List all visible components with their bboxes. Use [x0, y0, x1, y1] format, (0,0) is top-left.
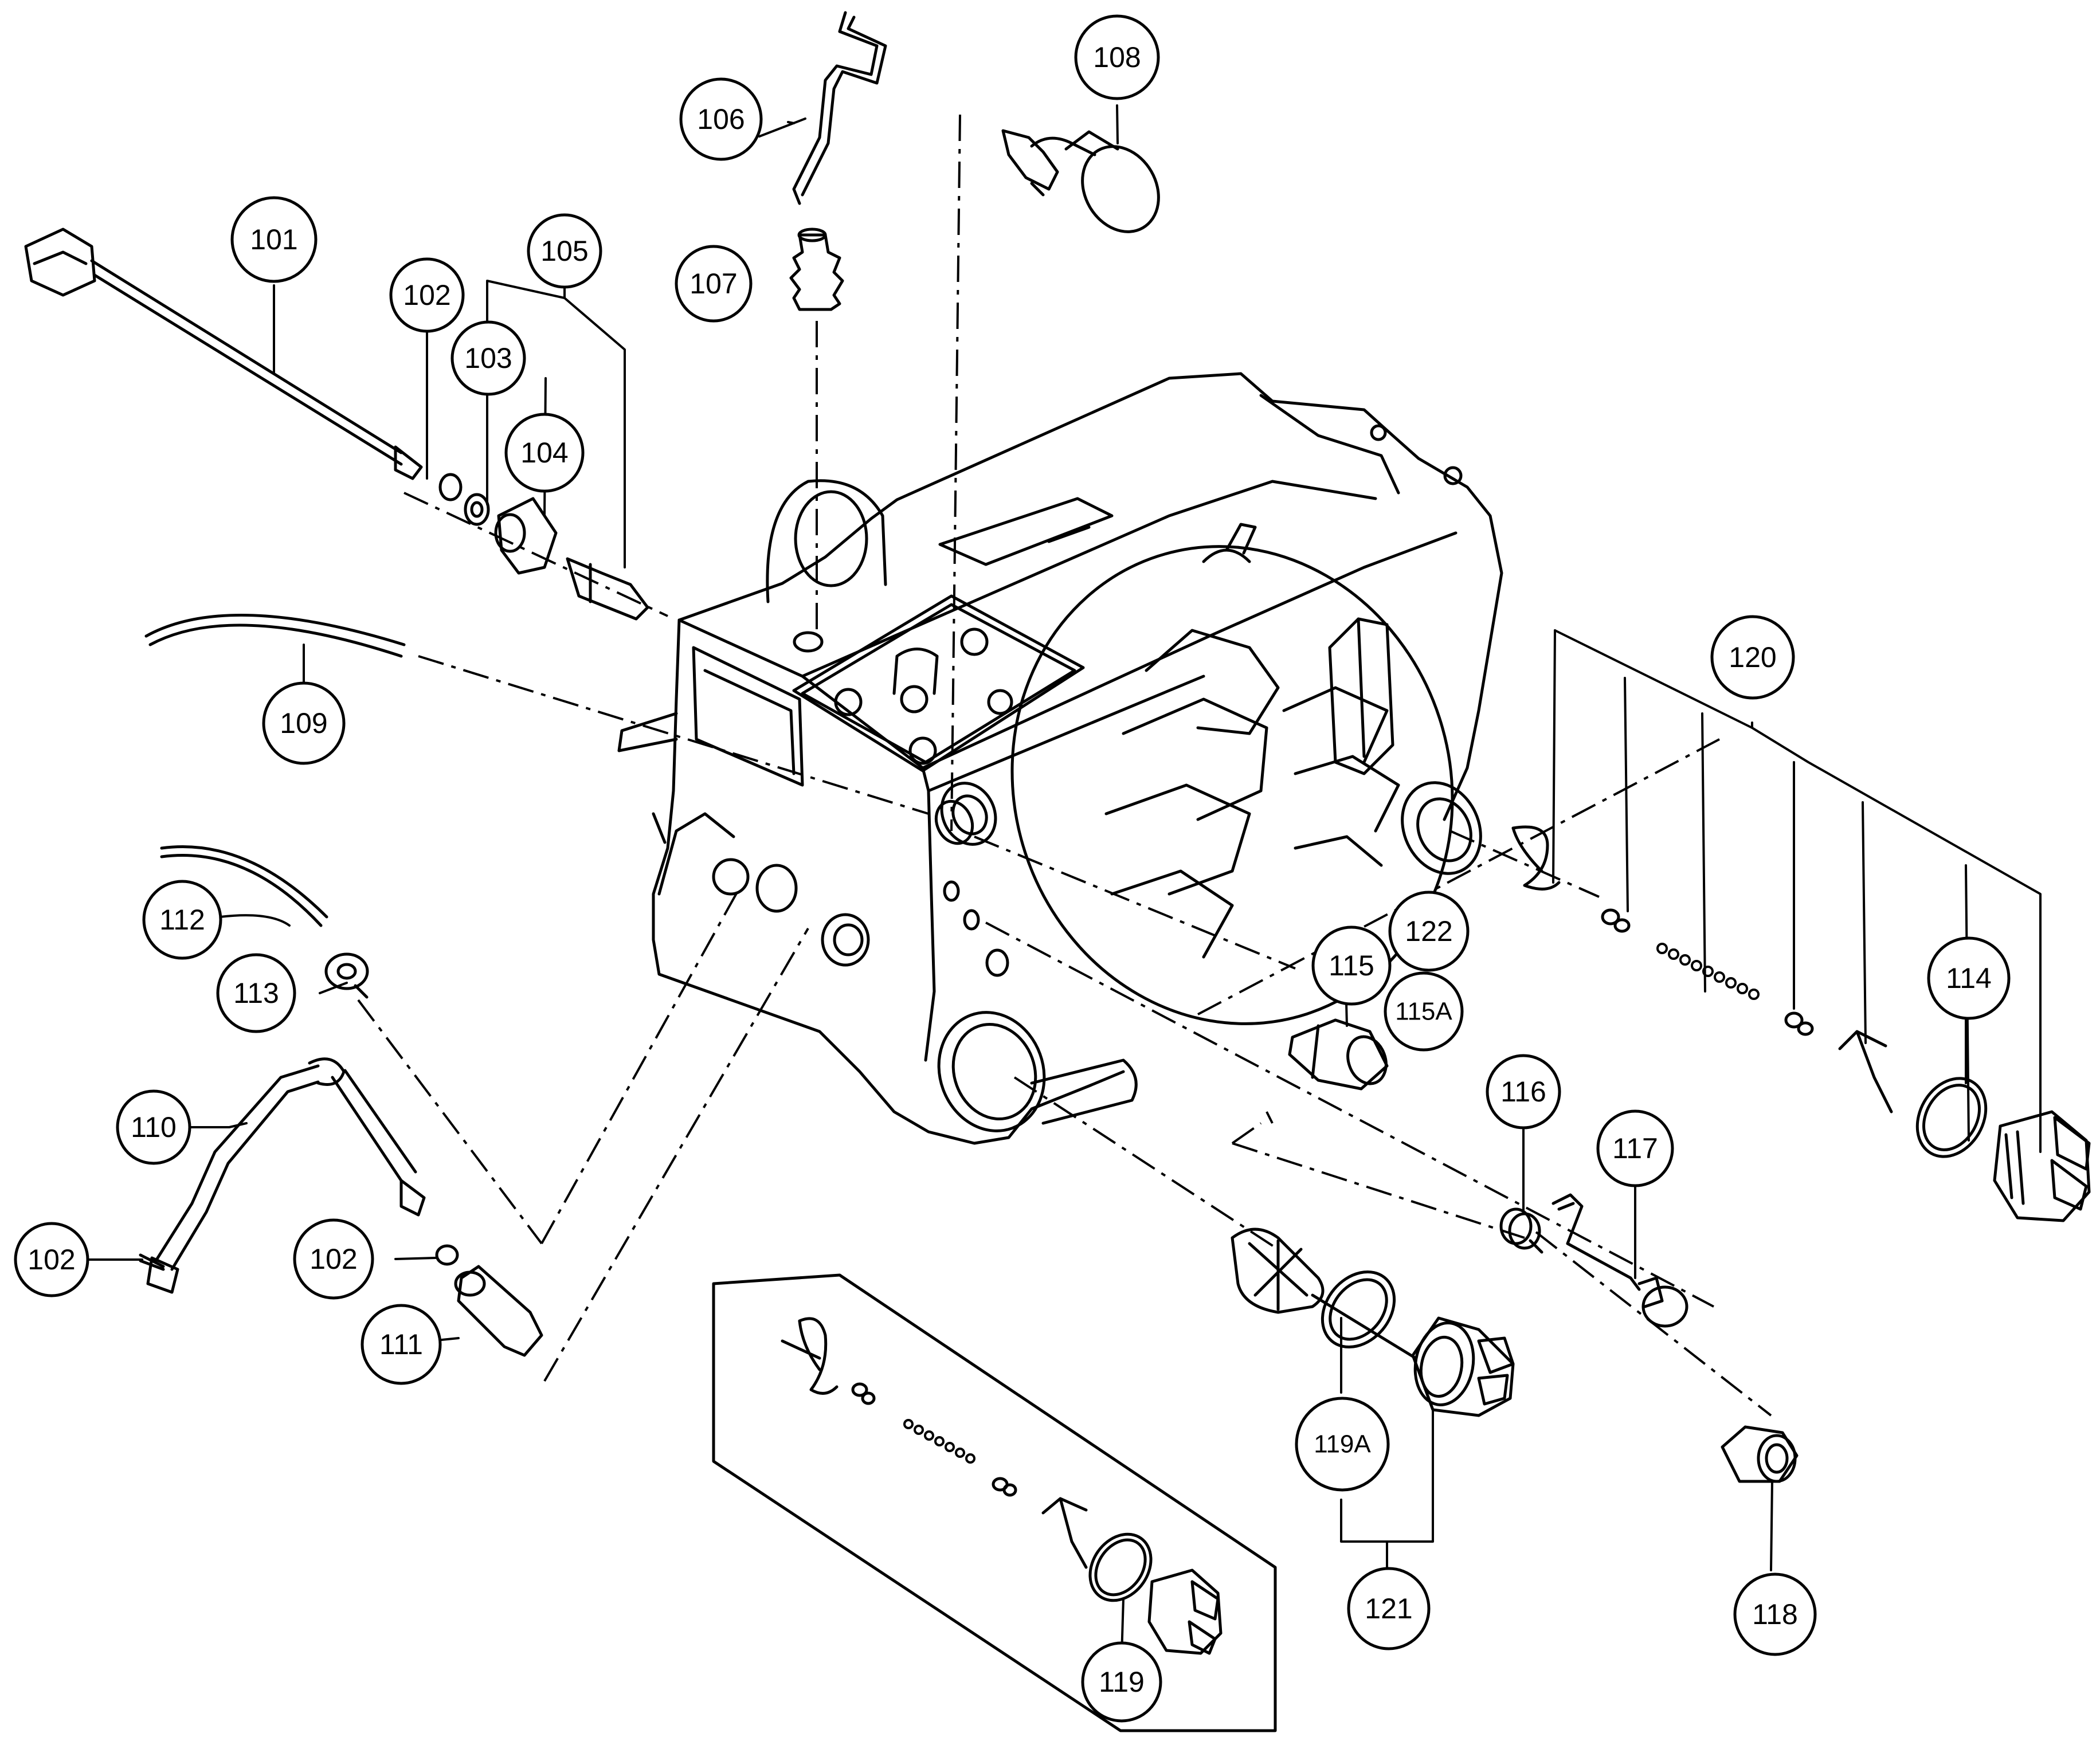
crankcase-housing	[617, 372, 1503, 1145]
svg-text:112: 112	[159, 904, 205, 936]
svg-text:120: 120	[1729, 641, 1776, 673]
part-119a-fuel-strainer	[1231, 1228, 1417, 1360]
part-119-kit-box	[712, 1273, 1277, 1732]
assembly-center-lines	[357, 114, 1772, 1417]
part-114-oring	[1915, 1077, 1988, 1158]
callout-110: 110	[116, 1089, 191, 1165]
svg-text:108: 108	[1093, 41, 1141, 73]
callout-101: 101	[230, 196, 318, 283]
callout-102-left: 102	[14, 1222, 89, 1297]
svg-text:114: 114	[1946, 962, 1992, 994]
svg-text:116: 116	[1500, 1076, 1546, 1108]
callout-122: 122	[1388, 891, 1470, 972]
svg-text:122: 122	[1405, 915, 1452, 947]
part-102-lower-rings	[139, 1244, 459, 1271]
part-108-primer-bulb	[1001, 129, 1160, 233]
part-112-tube	[160, 845, 328, 927]
svg-text:102: 102	[403, 279, 450, 311]
part-110-oil-line	[146, 1057, 426, 1294]
part-109-hose	[144, 613, 406, 658]
callout-118: 118	[1733, 1572, 1817, 1656]
callout-105: 105	[527, 213, 602, 289]
svg-text:107: 107	[689, 268, 737, 300]
svg-text:111: 111	[379, 1328, 423, 1360]
part-107-bellows	[789, 228, 844, 311]
callout-119: 119	[1081, 1641, 1162, 1723]
svg-text:103: 103	[464, 342, 512, 374]
svg-text:102: 102	[28, 1244, 75, 1276]
callout-104: 104	[504, 413, 585, 493]
callout-113: 113	[216, 953, 296, 1033]
svg-text:117: 117	[1612, 1132, 1658, 1164]
callout-121: 121	[1347, 1567, 1431, 1650]
parts-102-105-oil-valve-set	[438, 473, 649, 621]
part-121-fuel-cap	[1411, 1316, 1515, 1417]
callout-103: 103	[450, 320, 526, 396]
callout-119a: 119A	[1295, 1397, 1390, 1492]
callout-115: 115	[1311, 926, 1392, 1006]
svg-text:113: 113	[233, 977, 279, 1009]
svg-text:118: 118	[1752, 1598, 1798, 1630]
callout-112: 112	[142, 880, 222, 960]
svg-text:102: 102	[309, 1243, 357, 1275]
callout-111: 111	[361, 1304, 442, 1385]
callout-116: 116	[1486, 1054, 1561, 1130]
svg-text:115: 115	[1329, 950, 1374, 982]
svg-text:110: 110	[131, 1111, 177, 1143]
callout-117: 117	[1596, 1109, 1674, 1187]
part-115-plug	[1288, 1018, 1389, 1091]
callout-108: 108	[1074, 14, 1160, 100]
svg-text:119A: 119A	[1314, 1430, 1371, 1458]
callout-107: 107	[675, 245, 753, 323]
svg-text:115A: 115A	[1395, 998, 1452, 1026]
svg-text:104: 104	[520, 437, 568, 469]
part-101-adjust-rod	[24, 228, 423, 480]
svg-text:105: 105	[540, 235, 588, 267]
part-111-strainer	[454, 1265, 543, 1357]
callout-120: 120	[1710, 615, 1795, 700]
callout-115a: 115A	[1384, 971, 1464, 1052]
callout-109: 109	[262, 681, 346, 765]
part-116-spring	[1499, 1207, 1543, 1254]
part-120-retainer-chain	[1511, 825, 1893, 1113]
part-118-bushing	[1721, 1425, 1799, 1483]
part-106-wire-clip	[792, 11, 887, 205]
svg-text:109: 109	[280, 707, 327, 739]
leader-lines	[84, 104, 2042, 1657]
callout-102-top: 102	[389, 257, 465, 333]
svg-text:119: 119	[1099, 1666, 1145, 1698]
callout-102-center: 102	[293, 1218, 374, 1300]
svg-text:101: 101	[250, 223, 297, 256]
part-117-lever	[1552, 1193, 1688, 1328]
part-114-oil-cap	[1993, 1110, 2091, 1222]
part-113-grommet	[324, 952, 369, 999]
svg-text:106: 106	[697, 103, 745, 135]
callout-114: 114	[1927, 936, 2011, 1020]
svg-text:121: 121	[1365, 1593, 1412, 1625]
callout-106: 106	[679, 77, 763, 161]
